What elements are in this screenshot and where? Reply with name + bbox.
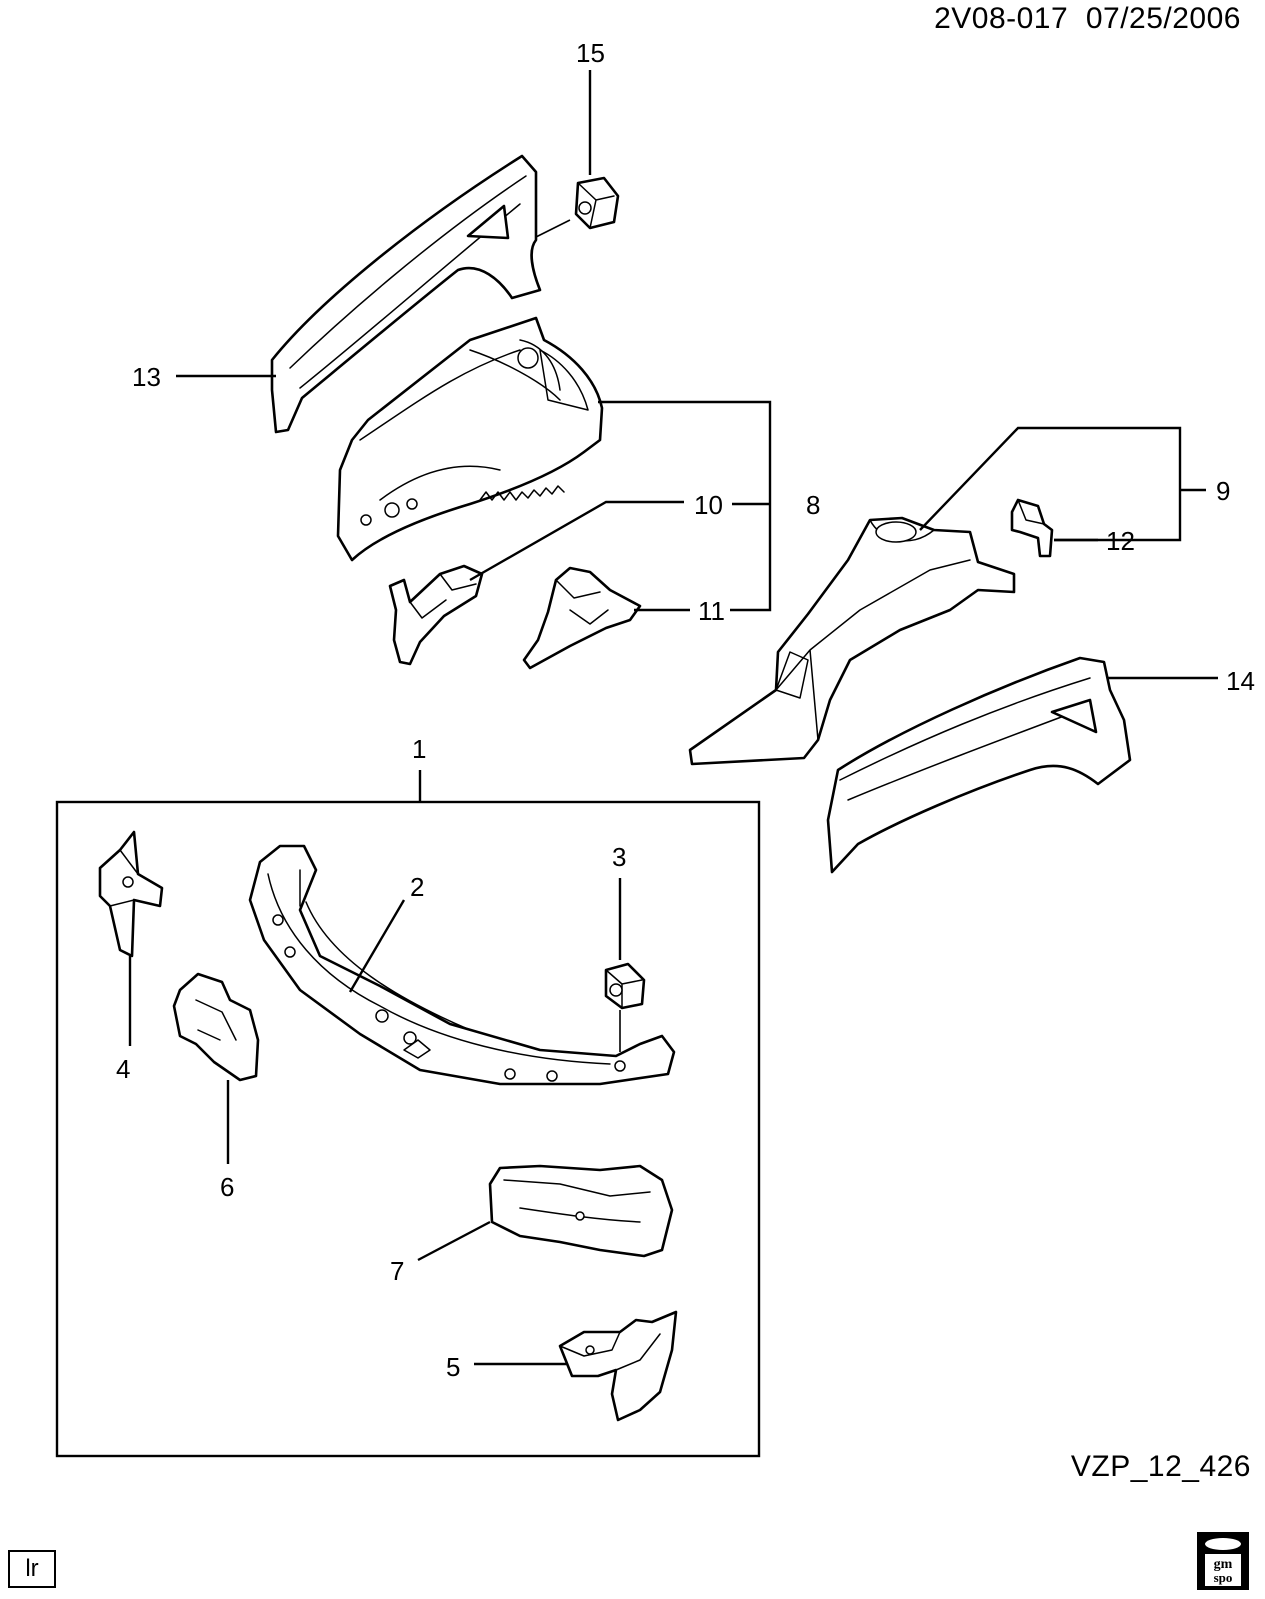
part-5-bracket [558,1310,678,1422]
bracket-8 [598,400,772,612]
part-7-bracket [488,1164,674,1258]
callout-13: 13 [132,362,161,392]
leader-10 [469,500,684,582]
callout-4: 4 [116,1054,130,1084]
diagram-reference: VZP_12_426 [1070,1450,1251,1483]
callout-3: 3 [612,842,626,872]
callout-9: 9 [1216,476,1230,506]
part-15-bracket [574,176,620,230]
bracket-9 [919,426,1182,542]
callout-2: 2 [410,872,424,902]
part-13-upper-rail-left [270,154,542,434]
callout-12: 12 [1106,526,1135,556]
part-10-bracket [388,564,484,666]
corner-label: lr [8,1550,56,1588]
diagram-code: 2V08-017 [934,2,1069,35]
part-1-group-box [55,800,761,1458]
logo-text-bottom: spo [1214,1570,1233,1585]
callout-14: 14 [1226,666,1255,696]
callout-10: 10 [694,490,723,520]
callout-7: 7 [390,1256,404,1286]
part-14-upper-rail-right [826,656,1132,874]
logo-text-top: gm [1214,1557,1233,1572]
callout-5: 5 [446,1352,460,1382]
diagram-header: 2V08-017 07/25/2006 [934,2,1241,36]
part-6-bracket [172,972,260,1082]
part-2-radiator-support [248,844,676,1086]
part-8-wheelhouse-left [336,316,604,562]
leader-2 [348,899,406,993]
callout-11: 11 [698,596,725,626]
part-12-bracket [1010,498,1054,558]
diagram-date: 07/25/2006 [1085,2,1241,35]
part-11-bracket [522,566,642,670]
callout-1: 1 [412,734,426,764]
part-3-bracket [604,962,646,1010]
part-9-wheelhouse-right [688,516,1016,766]
leader-7 [417,1220,491,1262]
callout-8: 8 [806,490,820,520]
callout-15: 15 [576,38,605,68]
part-4-bracket [98,830,164,958]
callout-6: 6 [220,1172,234,1202]
gmspo-logo: gm spo [1197,1532,1249,1590]
